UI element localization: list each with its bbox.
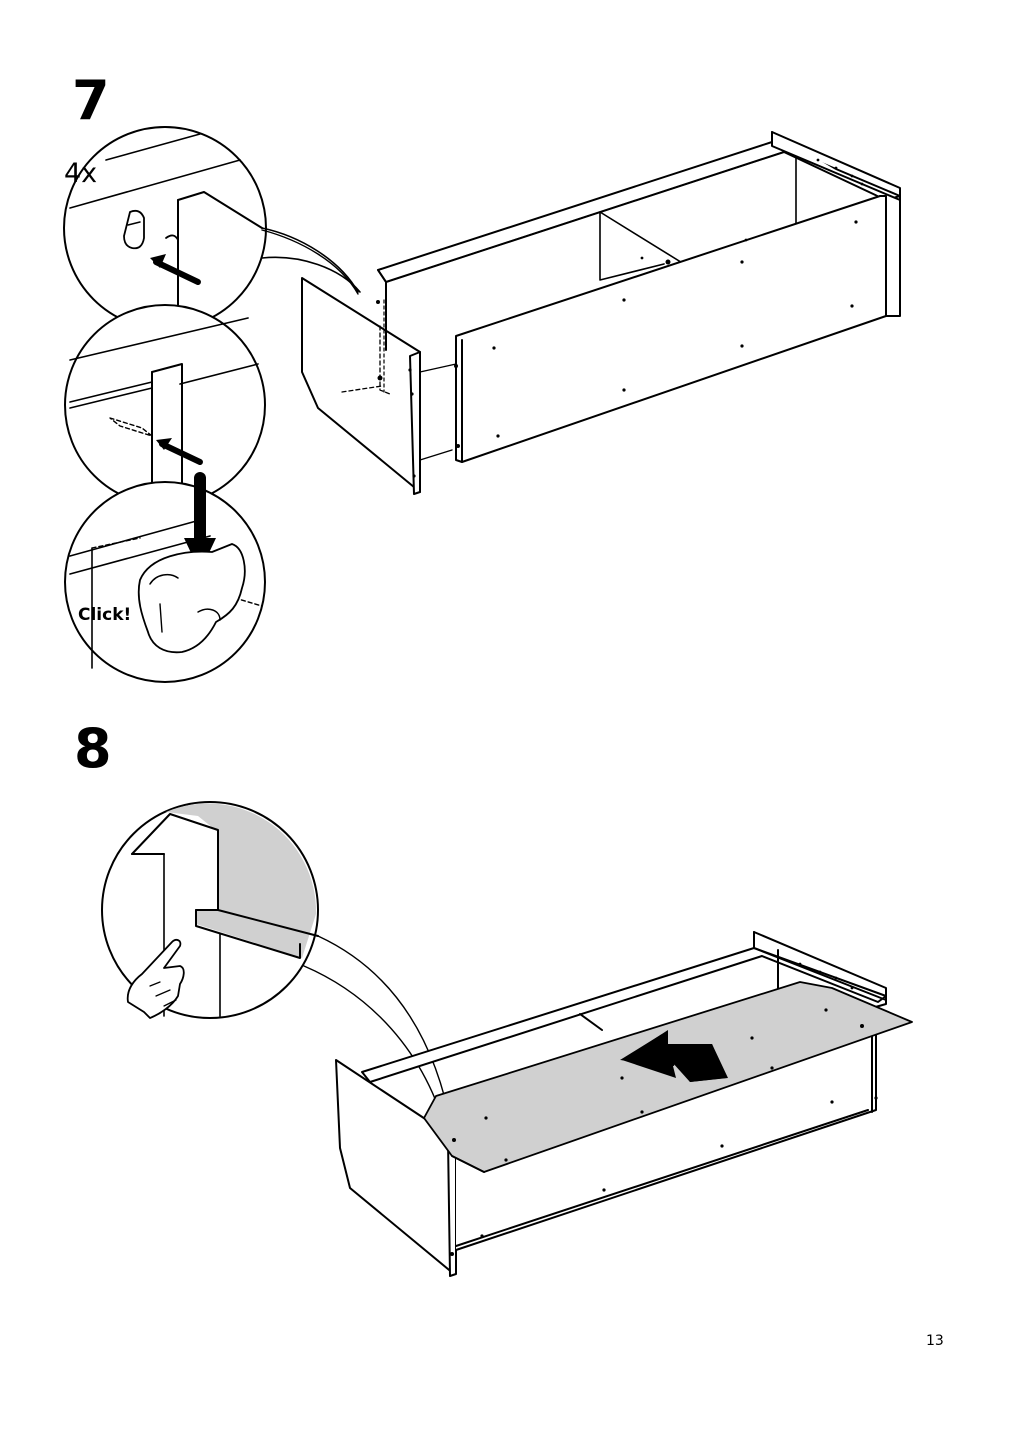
click-label: Click! [78,605,132,625]
hand-icon [137,543,246,654]
step-number: 7 [72,69,110,132]
screw-holes-7 [376,158,864,478]
detail-circle-cam-lock [63,126,361,330]
detail-circle-click [64,472,266,683]
carcass-box [377,131,901,463]
screw-holes-8 [450,962,878,1256]
detail-circle-edge [101,801,319,1019]
step-number: 8 [74,717,112,780]
detail-circle-dowel [64,304,266,506]
end-panel [301,277,457,495]
quantity-label: 4x [64,158,98,189]
page-number: 13 [926,1333,944,1349]
top-panel [423,981,913,1173]
pointing-hand-icon [126,939,185,1019]
